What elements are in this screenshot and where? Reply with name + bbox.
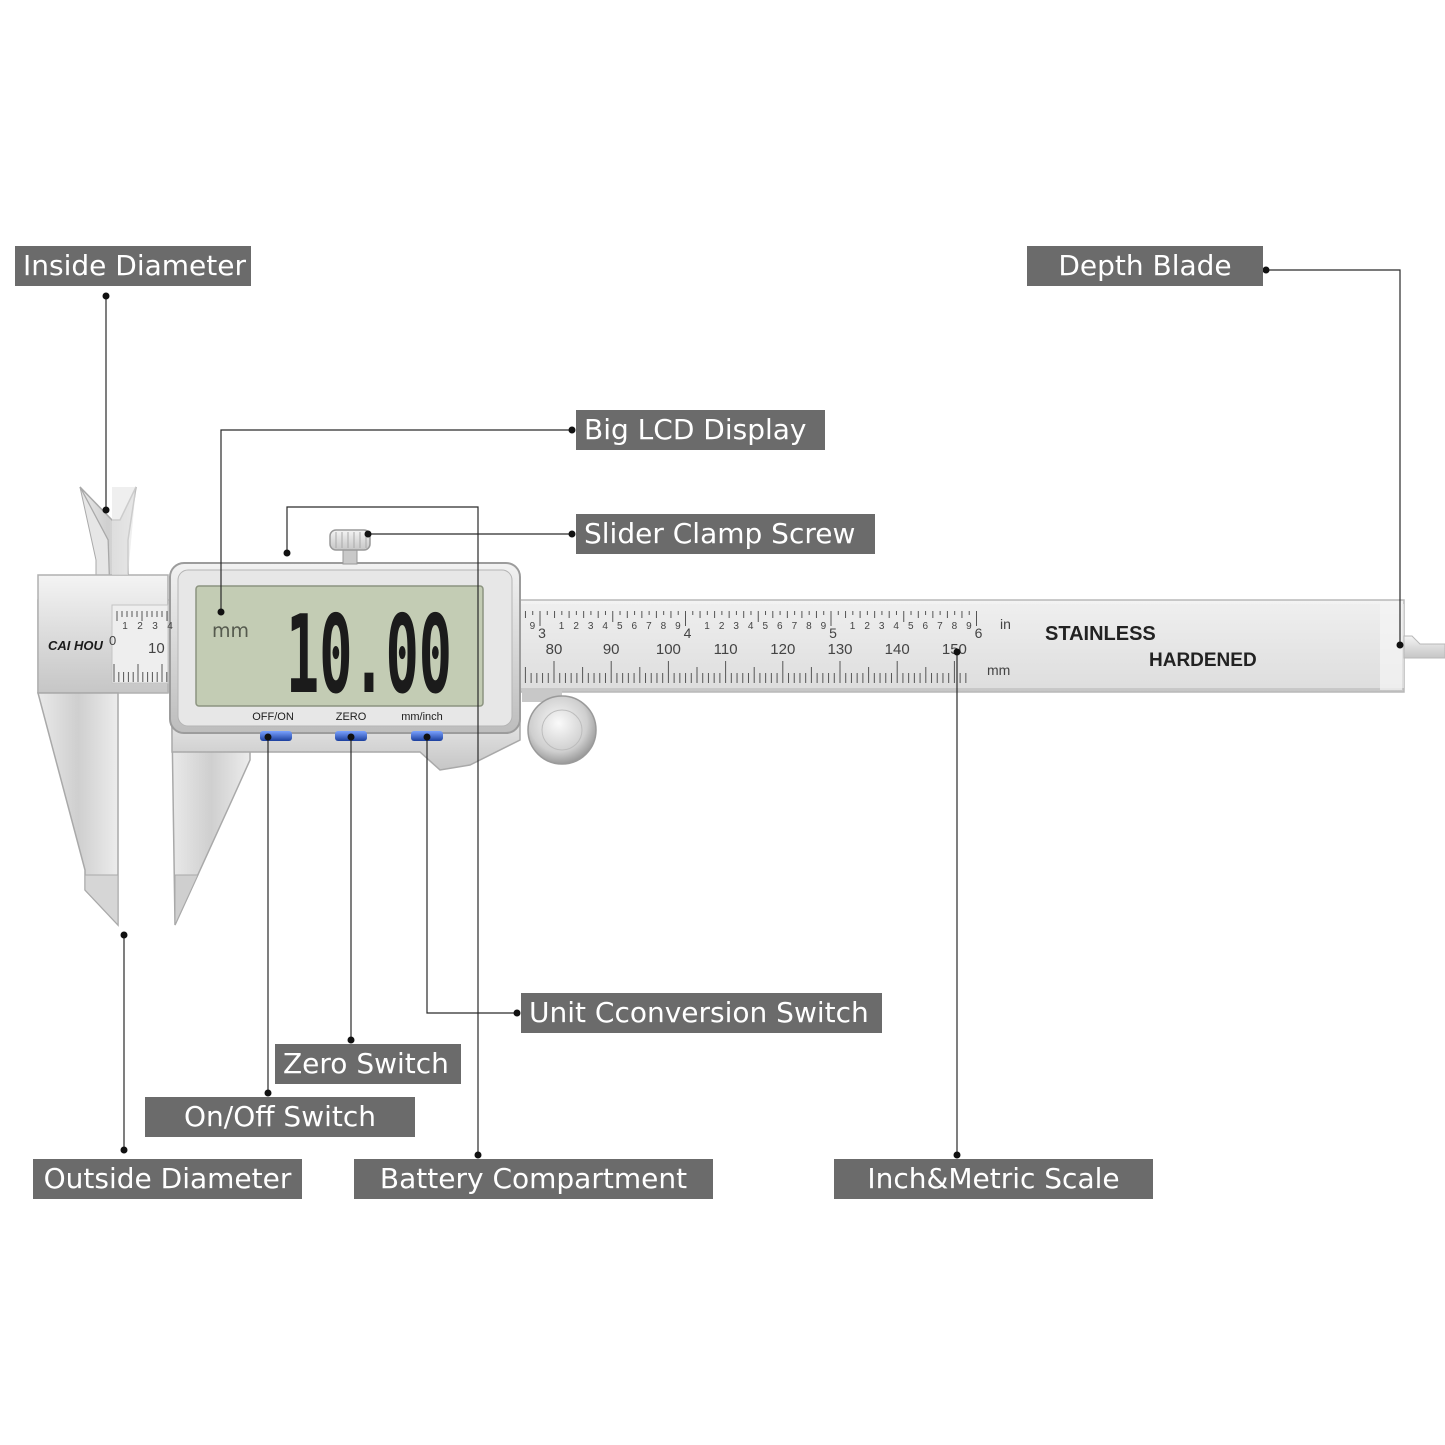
- leader-unit-switch: [426, 737, 517, 1014]
- callout-zero-switch: Zero Switch: [275, 1044, 461, 1084]
- thumb-roller[interactable]: [522, 690, 597, 765]
- inch-sub-label: 6: [923, 621, 929, 632]
- mm-label: 130: [827, 641, 852, 658]
- slider-clamp-screw[interactable]: [329, 529, 371, 565]
- callout-battery-compartment: Battery Compartment: [354, 1159, 713, 1199]
- leader-depth-blade: [1266, 269, 1401, 645]
- inch-sub-label: 3: [879, 621, 885, 632]
- leader-lcd: [220, 429, 572, 612]
- depth-blade: [1403, 635, 1445, 659]
- inch-sub-label: 1: [559, 621, 565, 632]
- inch-sub-label: 5: [762, 621, 768, 632]
- inch-sub-label: 9: [675, 621, 681, 632]
- inch-sub-label: 1: [704, 621, 710, 632]
- mm-label: 80: [546, 641, 563, 658]
- inch-sub-label: 8: [806, 621, 812, 632]
- mm-label: 120: [770, 641, 795, 658]
- mm-label: 90: [603, 641, 620, 658]
- unit-in-label: in: [1000, 616, 1011, 632]
- unit-mm-label: mm: [987, 662, 1010, 678]
- leader-dots: [102, 266, 1404, 1159]
- jaw-vernier-label: 4: [167, 621, 173, 632]
- jaw-zero-label: 0: [109, 633, 116, 648]
- jaw-vernier-label: 3: [152, 621, 158, 632]
- callout-on-off-switch: On/Off Switch: [145, 1097, 415, 1137]
- jaw-ticks: [113, 611, 168, 682]
- hardened-label: HARDENED: [1149, 650, 1257, 671]
- inch-sub-label: 5: [908, 621, 914, 632]
- inch-scale-ticks: [524, 611, 977, 626]
- inch-sub-label: 5: [617, 621, 623, 632]
- jaw-vernier-label: 2: [137, 621, 143, 632]
- fixed-jaw: [37, 486, 169, 927]
- inch-sub-label: 7: [646, 621, 652, 632]
- inch-sub-label: 9: [966, 621, 972, 632]
- lcd-unit: mm: [212, 620, 249, 642]
- inch-sub-label: 7: [937, 621, 943, 632]
- inch-whole-label: 4: [684, 625, 692, 641]
- inch-sub-label: 9: [530, 621, 536, 632]
- inch-sub-label: 8: [661, 621, 667, 632]
- callout-inside-diameter: Inside Diameter: [15, 246, 251, 286]
- inch-sub-label: 2: [573, 621, 579, 632]
- callout-unit-conversion-switch: Unit Cconversion Switch: [521, 993, 882, 1033]
- inch-sub-label: 4: [893, 621, 899, 632]
- callout-big-lcd-display: Big LCD Display: [576, 410, 825, 450]
- callout-depth-blade: Depth Blade: [1027, 246, 1263, 286]
- jaw-vernier-label: 1: [122, 621, 128, 632]
- inch-sub-label: 4: [748, 621, 754, 632]
- lcd-reading: 10.00: [286, 593, 452, 718]
- inch-sub-label: 4: [602, 621, 608, 632]
- lcd-display: mm 10.00: [195, 585, 484, 718]
- inch-sub-label: 6: [777, 621, 783, 632]
- inch-whole-label: 3: [538, 625, 546, 641]
- mm-label: 110: [714, 641, 738, 658]
- callout-inch-metric-scale: Inch&Metric Scale: [834, 1159, 1153, 1199]
- mm-scale-labels: 80 90 100 110 120 130 140 150: [546, 641, 967, 658]
- inch-whole-label: 6: [975, 625, 983, 641]
- callout-outside-diameter: Outside Diameter: [33, 1159, 302, 1199]
- inch-sub-label: 7: [792, 621, 798, 632]
- inch-sub-label: 2: [864, 621, 870, 632]
- mm-label: 100: [656, 641, 681, 658]
- inch-sub-label: 3: [733, 621, 739, 632]
- brand-logo: CAI HOU: [48, 638, 104, 653]
- leader-lines: [105, 269, 1401, 1155]
- inch-whole-label: 5: [829, 625, 837, 641]
- inch-sub-label: 1: [850, 621, 856, 632]
- jaw-ten-label: 10: [148, 640, 165, 657]
- stainless-label: STAINLESS: [1045, 623, 1156, 645]
- mm-inch-label: mm/inch: [401, 711, 443, 723]
- inch-sub-label: 9: [821, 621, 827, 632]
- zero-label: ZERO: [336, 711, 367, 723]
- inch-sub-label: 6: [632, 621, 638, 632]
- mm-label: 140: [885, 641, 910, 658]
- mm-label: 150: [942, 641, 967, 658]
- off-on-label: OFF/ON: [252, 711, 294, 723]
- inch-sub-label: 2: [719, 621, 725, 632]
- inch-sub-label: 3: [588, 621, 594, 632]
- leader-battery: [286, 506, 479, 1155]
- inch-sub-label: 8: [952, 621, 958, 632]
- mm-scale-ticks: [524, 661, 967, 683]
- callout-slider-clamp-screw: Slider Clamp Screw: [576, 514, 875, 554]
